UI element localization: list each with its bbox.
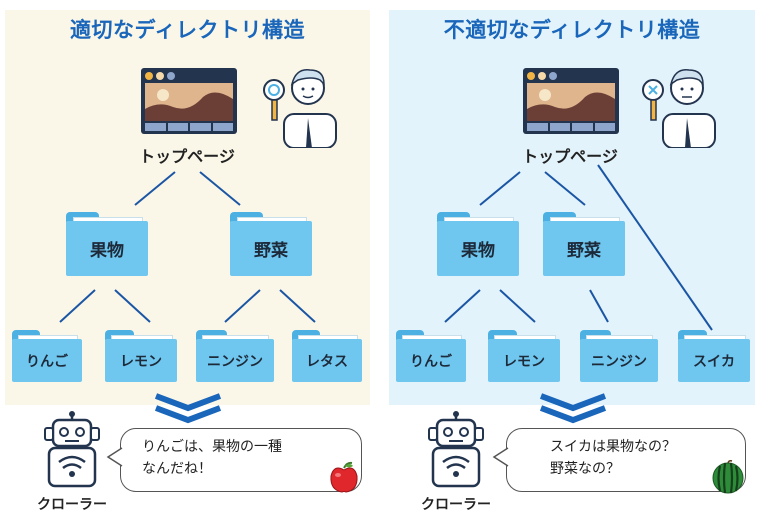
left-folder-lettuce: レタス xyxy=(292,330,362,382)
left-title: 適切なディレクトリ構造 xyxy=(69,18,306,42)
left-folder-apple: りんご xyxy=(12,330,82,382)
folder-label: 果物 xyxy=(66,221,148,276)
folder-label: ニンジン xyxy=(196,339,274,382)
left-folder-vegetable: 野菜 xyxy=(230,212,312,276)
crawler-robot-icon xyxy=(41,410,103,490)
double-chevron-down-icon xyxy=(539,393,607,424)
speech-bubble-tail xyxy=(106,447,124,467)
person-approving-icon xyxy=(262,62,342,149)
apple-icon xyxy=(330,461,358,493)
folder-label: 野菜 xyxy=(230,221,312,276)
watermelon-icon xyxy=(712,460,744,494)
right-folder-watermelon: スイカ xyxy=(678,330,750,382)
right-speech-bubble xyxy=(506,428,746,492)
folder-label: 野菜 xyxy=(543,221,625,276)
right-folder-fruit: 果物 xyxy=(437,212,519,276)
right-folder-carrot: ニンジン xyxy=(580,330,658,382)
speech-bubble-tail xyxy=(492,447,510,467)
right-crawler-label: クローラー xyxy=(421,497,491,513)
right-folder-lemon: レモン xyxy=(488,330,560,382)
left-speech-bubble xyxy=(120,428,362,492)
right-speech-text: スイカは果物なの？ 野菜なの？ xyxy=(550,439,676,477)
person-rejecting-icon xyxy=(641,62,721,149)
crawler-robot-icon xyxy=(425,410,487,490)
left-folder-carrot: ニンジン xyxy=(196,330,274,382)
folder-label: レモン xyxy=(105,339,177,382)
left-folder-lemon: レモン xyxy=(105,330,177,382)
left-folder-fruit: 果物 xyxy=(66,212,148,276)
folder-label: 果物 xyxy=(437,221,519,276)
top-page-icon xyxy=(523,68,619,134)
right-top-page-label: トップページ xyxy=(522,147,618,166)
left-crawler-label: クローラー xyxy=(37,497,107,513)
folder-label: スイカ xyxy=(678,339,750,382)
folder-label: ニンジン xyxy=(580,339,658,382)
top-page-icon xyxy=(141,68,237,134)
left-top-page-label: トップページ xyxy=(139,147,235,166)
right-title: 不適切なディレクトリ構造 xyxy=(443,18,701,42)
left-speech-text: りんごは、果物の一種 なんだね！ xyxy=(142,439,282,477)
folder-label: りんご xyxy=(396,339,466,382)
folder-label: レモン xyxy=(488,339,560,382)
right-folder-apple: りんご xyxy=(396,330,466,382)
folder-label: レタス xyxy=(292,339,362,382)
double-chevron-down-icon xyxy=(154,393,222,424)
folder-label: りんご xyxy=(12,339,82,382)
right-folder-vegetable: 野菜 xyxy=(543,212,625,276)
